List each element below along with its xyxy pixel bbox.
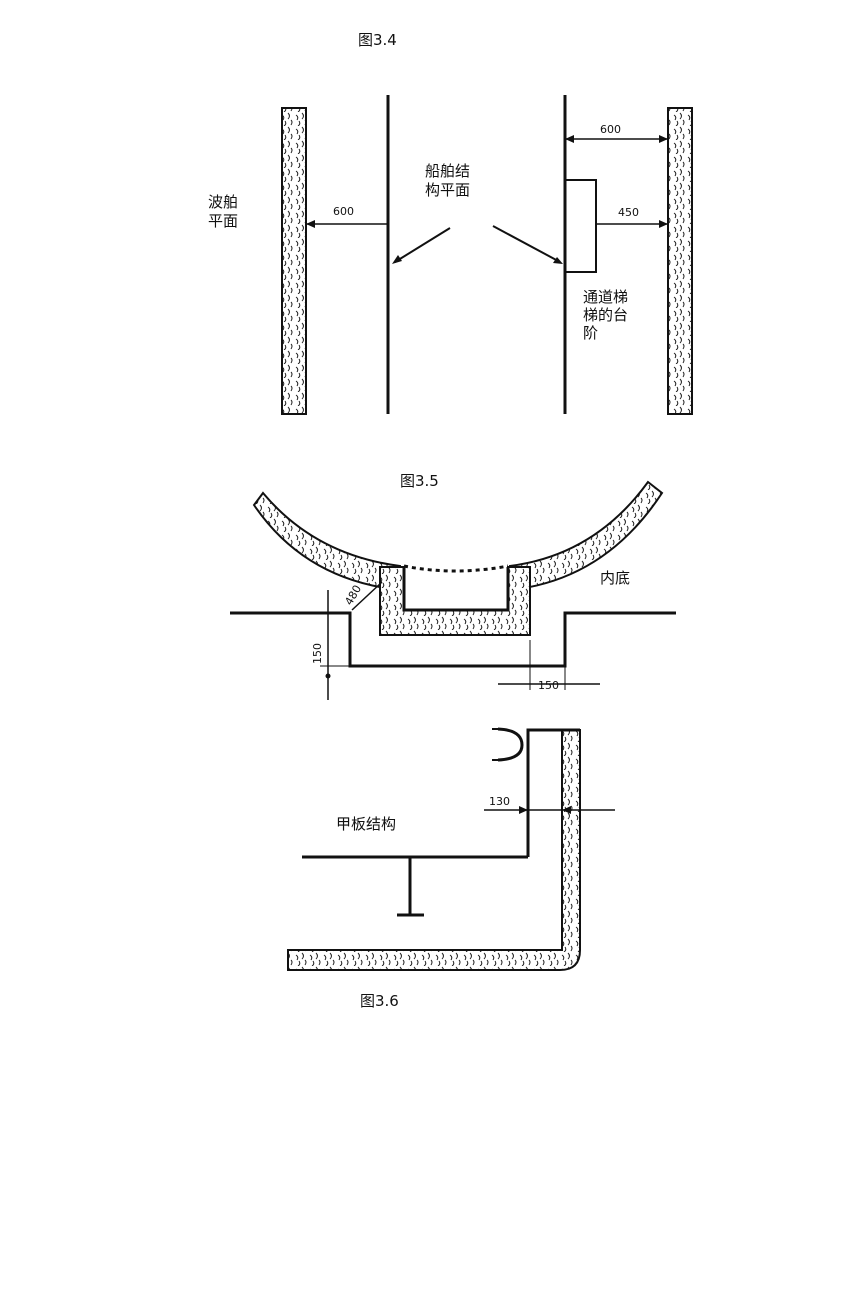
step-label-2: 梯的台 (583, 306, 628, 324)
dim-label-right-mid: 450 (618, 206, 639, 219)
structure-plane-label-1: 船舶结 (425, 162, 470, 180)
arrowhead (659, 135, 668, 143)
dim-label-left: 600 (333, 205, 354, 218)
pointer-arrow-right (492, 225, 561, 263)
dim-label-130: 130 (489, 795, 510, 808)
arrowhead (562, 806, 571, 814)
shell-plane-label-2: 平面 (208, 212, 238, 230)
arrowhead (565, 135, 574, 143)
step-label-3: 阶 (583, 324, 598, 342)
arrowhead (553, 257, 563, 264)
dim-label-diag: 480 (342, 583, 364, 608)
pointer-arrow-left (394, 227, 451, 263)
curved-shell-right (509, 480, 664, 592)
dim-label-bottom: 150 (538, 679, 559, 692)
shell-plane-label-1: 波舶 (208, 193, 238, 211)
figure-3-5: 图3.5 内底 480 150 150 (230, 472, 676, 700)
half-round-profile (497, 727, 524, 762)
curved-shell-left (252, 491, 401, 592)
dim-dot (325, 673, 331, 679)
arrowhead (392, 255, 402, 264)
sump-inner-edge (402, 567, 510, 612)
caption-fig-3-5: 图3.5 (400, 472, 439, 490)
ladder-step-bracket (565, 179, 597, 273)
right-shell-wall (667, 107, 693, 415)
step-label-1: 通道梯 (583, 288, 628, 306)
coaming-line (526, 728, 580, 857)
arrowhead (306, 220, 315, 228)
arrowhead (659, 220, 668, 228)
caption-fig-3-6: 图3.6 (360, 992, 399, 1010)
deck-structure-label: 甲板结构 (336, 815, 396, 833)
figure-3-4: 图3.4 600 600 450 波舶 平面 船舶结 构平面 通道梯 (208, 31, 693, 415)
dim-label-right-top: 600 (600, 123, 621, 136)
dim-line-diag (351, 581, 383, 611)
arrowhead (519, 806, 528, 814)
dim-label-vertical: 150 (311, 643, 324, 664)
inner-bottom-label: 内底 (600, 569, 630, 587)
left-shell-wall (281, 107, 307, 415)
figure-3-6: 130 甲板结构 图3.6 (287, 727, 615, 1010)
caption-fig-3-4: 图3.4 (358, 31, 397, 49)
structure-plane-label-2: 构平面 (425, 181, 470, 199)
dashed-cut-line (403, 564, 509, 573)
hull-side-and-bottom (287, 729, 581, 971)
